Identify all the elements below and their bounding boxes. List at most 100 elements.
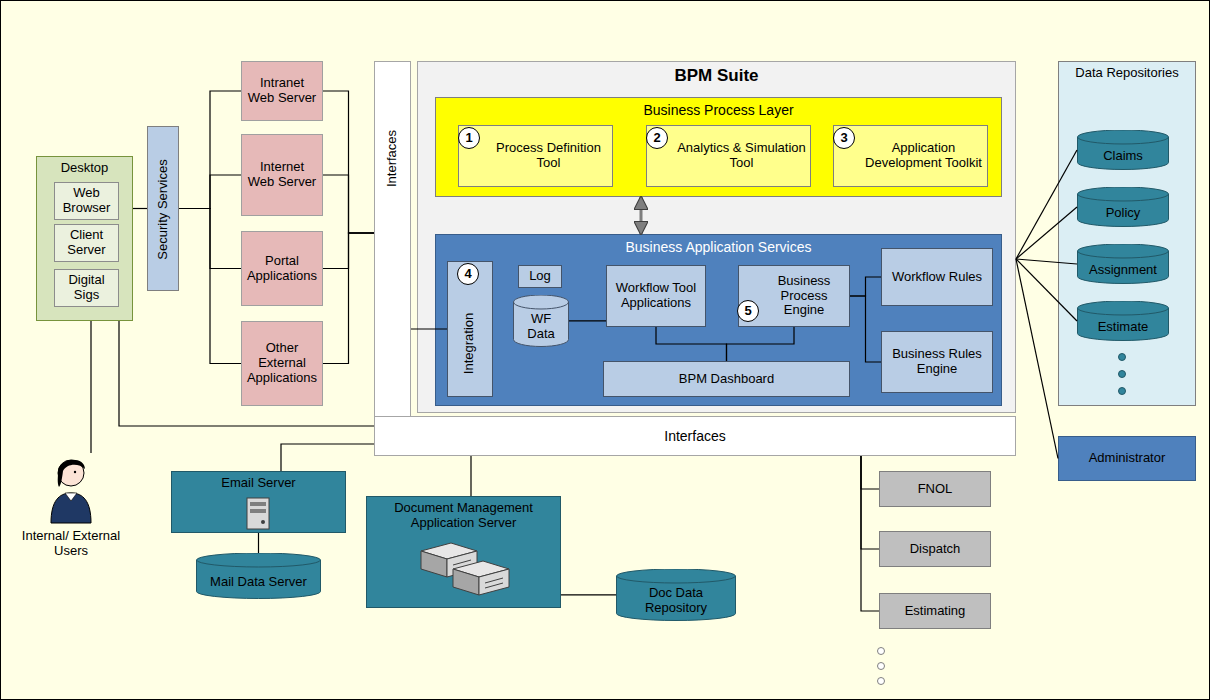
cylinder-rim [514,302,569,309]
node-label: Digital Sigs [59,273,114,303]
connector-line [133,208,147,209]
connector-line [861,456,879,549]
connector-line [1016,150,1077,259]
node-label: Estimating [905,604,966,619]
node-label: Dispatch [910,542,961,557]
node-label: Email Server [172,476,345,491]
node-label: Workflow Rules [892,270,982,285]
process-box: Business Rules Engine [881,331,993,393]
database-cylinder: Claims [1077,130,1169,170]
node-label: Internet Web Server [246,160,318,190]
cylinder-body [197,553,321,599]
ellipsis-dots [1119,354,1126,395]
connector-line [656,327,727,361]
user-line [90,321,91,453]
connector-line [850,277,881,296]
database-cylinder: Policy [1077,187,1169,227]
database-cylinder: Estimate [1077,301,1169,341]
cylinder-body [1078,244,1169,283]
connector-line [179,209,241,269]
user-icon [51,460,91,523]
callout-number: 3 [833,127,855,149]
connector-line [323,233,374,364]
node-label: Data Repositories [1059,66,1195,81]
process-box: Process Definition Tool [458,125,613,187]
process-box: BPM Dashboard [603,361,850,397]
container-box: ClaimsPolicyAssignmentEstimate Data Repos… [1058,61,1196,406]
node-label: Business Process Layer [436,102,1001,118]
ellipsis-dots [878,648,885,685]
container-box: Process Definition Tool Analytics & Simul… [435,97,1002,197]
connector-line [258,533,259,553]
server-icon [247,498,269,529]
process-box: Intranet Web Server [241,61,323,121]
process-box: Application Development Toolkit [833,125,988,187]
node-label: BPM Suite [418,66,1015,86]
connector-line [1016,259,1077,264]
connector-line [323,175,374,233]
node-label: Interfaces [664,428,725,444]
database-cylinder: WF Data [513,295,569,347]
node-label: BPM Dashboard [679,372,774,387]
node-label: Mail Data Server [210,575,307,590]
container-box: Email Server [171,471,346,533]
node-label: Doc Data Repository [620,586,732,616]
process-box: Internet Web Server [241,134,323,216]
process-box: Other External Applications [241,321,323,406]
connector-arrow [640,197,643,234]
node-label: Analytics & Simulation Tool [677,141,806,171]
vertical-band: Interfaces [374,61,411,417]
cylinder-rim [1078,251,1169,258]
process-box: Dispatch [879,531,991,567]
actor-label: Internal/ External Users [19,529,123,559]
node-label: Business Process Engine [763,274,845,319]
node-label: Process Definition Tool [489,141,608,171]
process-box: Estimating [879,593,991,629]
node-label: Log [529,269,551,284]
node-label: FNOL [918,482,953,497]
database-cylinder: Mail Data Server [196,553,321,599]
node-label: Portal Applications [246,254,318,284]
node-label: Policy [1106,206,1141,221]
connector-line [1016,207,1077,259]
cylinder-body [514,295,569,347]
cylinder-rim [1078,308,1169,315]
callout-number: 1 [458,127,480,149]
cylinder-rim [197,560,321,567]
database-cylinder: Assignment [1077,244,1169,284]
connector-line [323,233,374,269]
connector-line [850,296,881,362]
callout-number: 5 [737,300,759,322]
node-label: Web Browser [59,186,114,216]
database-cylinder: Doc Data Repository [616,569,736,621]
container-box: Web BrowserClient ServerDigital Sigs Desk… [36,156,133,321]
node-label: Document Management Application Server [367,501,560,531]
connector-line [470,456,471,496]
node-label: Application Development Toolkit [864,141,983,171]
node-label: Interfaces [385,130,400,187]
container-box: Document Management Application Server [366,496,561,608]
process-box: Digital Sigs [54,269,119,307]
container-box: Process Definition Tool Analytics & Simul… [417,61,1016,413]
cylinder-body [1078,301,1169,340]
node-label: Business Application Services [436,239,1001,255]
connector-line [179,175,241,209]
connector-line [861,456,879,489]
process-box: Client Server [54,224,119,262]
connector-line [1016,259,1058,459]
process-box: Interfaces [374,416,1016,456]
process-box: Portal Applications [241,231,323,306]
connector-line [179,91,241,209]
process-box: Analytics & Simulation Tool [646,125,811,187]
connector-line [411,328,447,329]
node-label: Assignment [1089,263,1157,278]
process-box: Workflow Tool Applications [606,265,706,327]
cylinder-body [617,569,736,621]
process-box: Web Browser [54,182,119,220]
connector-line [1016,259,1077,321]
node-label: Business Rules Engine [886,347,988,377]
node-label: Workflow Tool Applications [611,281,701,311]
connector-line [561,594,616,595]
node-label: Desktop [37,161,132,176]
